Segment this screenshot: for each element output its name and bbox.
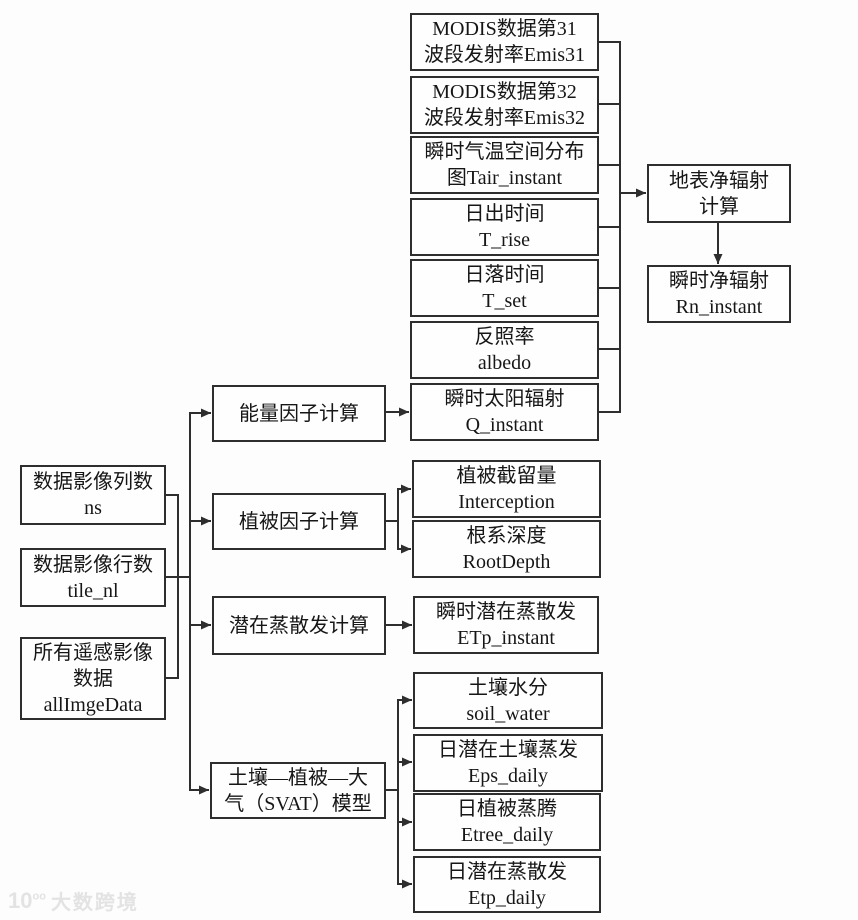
node-net-radiation-calc: 地表净辐射 计算 — [647, 164, 791, 223]
node-vegetation-factor-line1: 植被因子计算 — [239, 510, 359, 533]
node-rootdepth: 根系深度 RootDepth — [412, 520, 601, 578]
node-soil-water-line2: soil_water — [466, 702, 550, 725]
node-etp-daily-line2: Etp_daily — [468, 886, 546, 909]
node-t-set-line1: 日落时间 — [464, 264, 545, 286]
node-etp-instant-line2: ETp_instant — [457, 627, 555, 649]
node-t-set-line2: T_set — [482, 290, 527, 312]
node-t-set: 日落时间 T_set — [410, 259, 599, 317]
node-emis32-line1: MODIS数据第32 — [432, 81, 577, 103]
node-albedo-line1: 反照率 — [474, 326, 535, 348]
node-potential-et-line1: 潜在蒸散发计算 — [229, 614, 369, 637]
node-net-radiation-calc-line1: 地表净辐射 — [669, 169, 769, 192]
node-rootdepth-line1: 根系深度 — [466, 525, 547, 547]
node-soil-water-line1: 土壤水分 — [468, 676, 548, 699]
node-svat-model-line1: 土壤—植被—大 — [228, 766, 368, 789]
node-vegetation-factor: 植被因子计算 — [212, 493, 386, 550]
node-eps-daily-line1: 日潜在土壤蒸发 — [438, 739, 578, 761]
node-rootdepth-line2: RootDepth — [462, 551, 551, 573]
node-all-image-data-line1: 所有遥感影像 — [33, 641, 153, 664]
node-interception: 植被截留量 Interception — [412, 460, 601, 518]
node-soil-water: 土壤水分 soil_water — [413, 672, 603, 729]
watermark-logo-icon: 10oo — [8, 887, 46, 913]
node-etree-daily-line2: Etree_daily — [460, 824, 554, 846]
node-tair-instant: 瞬时气温空间分布 图Tair_instant — [410, 136, 599, 194]
node-all-image-data-line2: 数据 — [73, 667, 113, 690]
node-etree-daily: 日植被蒸腾 Etree_daily — [413, 793, 601, 851]
node-tile-nl-line1: 数据影像行数 — [33, 553, 153, 576]
node-etp-instant-line1: 瞬时潜在蒸散发 — [436, 601, 576, 623]
node-eps-daily: 日潜在土壤蒸发 Eps_daily — [413, 734, 603, 792]
node-t-rise-line1: 日出时间 — [464, 203, 545, 225]
node-emis31: MODIS数据第31 波段发射率Emis31 — [410, 13, 599, 71]
node-ns-line1: 数据影像列数 — [33, 471, 153, 493]
node-q-instant-line1: 瞬时太阳辐射 — [444, 388, 565, 410]
node-etp-daily-line1: 日潜在蒸散发 — [447, 860, 567, 883]
node-tile-nl: 数据影像行数 tile_nl — [20, 548, 166, 607]
node-svat-model: 土壤—植被—大 气（SVAT）模型 — [210, 762, 386, 819]
node-t-rise-line2: T_rise — [478, 229, 531, 251]
node-tile-nl-line2: tile_nl — [67, 579, 119, 602]
node-rn-instant-line2: Rn_instant — [675, 296, 763, 318]
node-rn-instant-line1: 瞬时净辐射 — [669, 270, 769, 292]
node-t-rise: 日出时间 T_rise — [410, 198, 599, 256]
node-ns: 数据影像列数 ns — [20, 465, 166, 525]
node-tair-instant-line1: 瞬时气温空间分布 — [424, 141, 585, 163]
node-rn-instant: 瞬时净辐射 Rn_instant — [647, 265, 791, 323]
node-emis31-line2: 波段发射率Emis31 — [423, 44, 586, 66]
watermark-brand: 大数跨境 — [50, 892, 139, 914]
node-albedo: 反照率 albedo — [410, 321, 599, 379]
node-all-image-data-line3: allImgeData — [43, 693, 143, 716]
node-svat-model-line2: 气（SVAT）模型 — [224, 792, 372, 815]
node-q-instant-line2: Q_instant — [465, 414, 544, 436]
node-emis31-line1: MODIS数据第31 — [432, 18, 577, 40]
node-etree-daily-line1: 日植被蒸腾 — [457, 798, 557, 820]
node-interception-line2: Interception — [458, 491, 555, 513]
node-energy-factor-line1: 能量因子计算 — [239, 402, 359, 425]
node-etp-instant: 瞬时潜在蒸散发 ETp_instant — [413, 596, 599, 654]
node-interception-line1: 植被截留量 — [456, 465, 557, 487]
node-energy-factor: 能量因子计算 — [212, 385, 386, 442]
node-tair-instant-line2: 图Tair_instant — [446, 167, 563, 189]
node-etp-daily: 日潜在蒸散发 Etp_daily — [413, 856, 601, 913]
node-emis32-line2: 波段发射率Emis32 — [423, 107, 586, 129]
node-ns-line2: ns — [84, 497, 102, 519]
node-all-image-data: 所有遥感影像 数据 allImgeData — [20, 637, 166, 720]
wire-group — [165, 41, 723, 889]
node-potential-et: 潜在蒸散发计算 — [212, 596, 386, 655]
watermark: 10oo 大数跨境 — [8, 886, 139, 915]
node-albedo-line2: albedo — [477, 352, 532, 374]
node-net-radiation-calc-line2: 计算 — [699, 195, 739, 218]
node-emis32: MODIS数据第32 波段发射率Emis32 — [410, 76, 599, 134]
node-q-instant: 瞬时太阳辐射 Q_instant — [410, 383, 599, 441]
node-eps-daily-line2: Eps_daily — [468, 765, 548, 787]
